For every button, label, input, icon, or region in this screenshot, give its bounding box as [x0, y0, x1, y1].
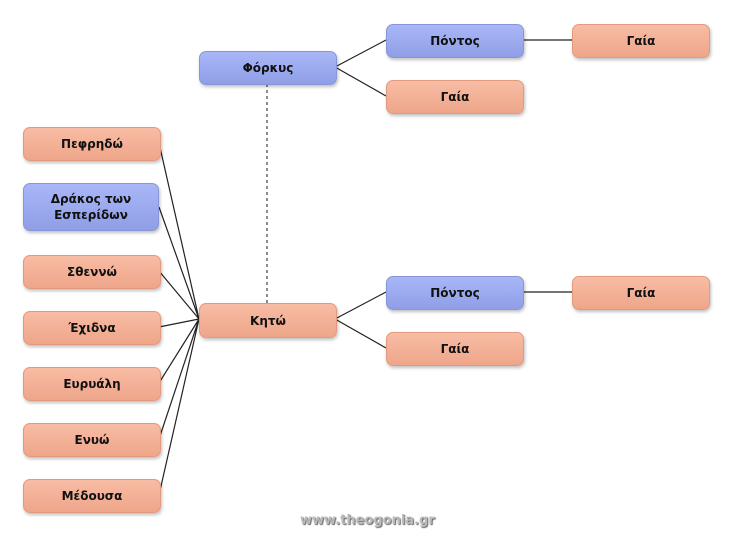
child-node: Ευρυάλη	[23, 367, 161, 401]
node-label: Ευρυάλη	[63, 377, 121, 391]
node-label: Γαία	[440, 90, 470, 104]
node-phorkys-grandmother: Γαία	[572, 24, 710, 58]
node-label: Γαία	[440, 342, 470, 356]
node-label: Φόρκυς	[242, 61, 294, 75]
node-keto-grandmother: Γαία	[572, 276, 710, 310]
node-label: Γαία	[626, 286, 656, 300]
node-keto: Κητώ	[199, 303, 337, 338]
node-label: Έχιδνα	[68, 321, 116, 335]
watermark: www.theogonia.gr	[300, 513, 435, 528]
node-label: Ενυώ	[74, 433, 110, 447]
node-label: Γαία	[626, 34, 656, 48]
node-label: Πόντος	[430, 34, 480, 48]
node-phorkys: Φόρκυς	[199, 51, 337, 85]
child-node: Σθεννώ	[23, 255, 161, 289]
node-keto-father: Πόντος	[386, 276, 524, 310]
node-label: Πόντος	[430, 286, 480, 300]
child-node: Πεφρηδώ	[23, 127, 161, 161]
node-label: Μέδουσα	[61, 489, 123, 503]
child-node: Έχιδνα	[23, 311, 161, 345]
node-label: Πεφρηδώ	[61, 137, 123, 151]
node-label: Σθεννώ	[67, 265, 117, 279]
child-node: Μέδουσα	[23, 479, 161, 513]
node-label: Κητώ	[250, 313, 286, 328]
child-node: Δράκος των Εσπερίδων	[23, 183, 159, 231]
node-keto-mother: Γαία	[386, 332, 524, 366]
child-node: Ενυώ	[23, 423, 161, 457]
node-label: Δράκος των Εσπερίδων	[50, 192, 132, 222]
node-phorkys-mother: Γαία	[386, 80, 524, 114]
node-phorkys-father: Πόντος	[386, 24, 524, 58]
